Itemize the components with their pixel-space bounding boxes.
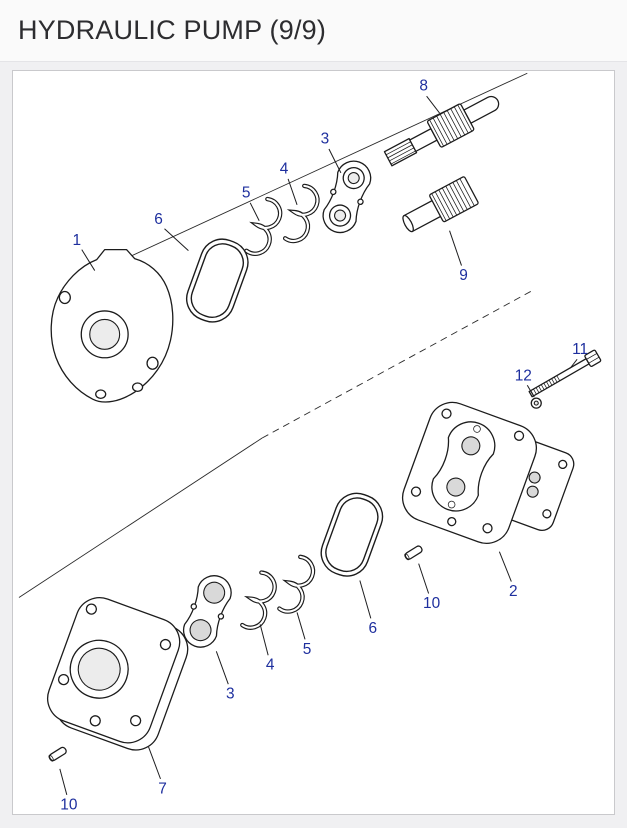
callout-leader-5 [296, 612, 306, 640]
part-seal-upper [244, 196, 283, 256]
exploded-diagram: 8 3 4 5 6 1 9 11 12 2 10 6 5 4 3 7 10 [18, 72, 602, 813]
diagram-panel: 8 3 4 5 6 1 9 11 12 2 10 6 5 4 3 7 10 [12, 70, 615, 815]
callout-leader-6 [359, 580, 372, 619]
callout-leader-5 [249, 202, 260, 221]
callout-leader-2 [498, 551, 512, 582]
callout-leader-7 [148, 746, 161, 780]
callout-leader-3 [328, 148, 342, 174]
part-bolt [528, 349, 602, 398]
part-gasket-lower [320, 492, 384, 577]
callout-leader-8 [426, 95, 440, 114]
callout-leader-11 [569, 358, 578, 369]
header: HYDRAULIC PUMP (9/9) [0, 0, 627, 62]
part-label-10: 10 [423, 595, 440, 612]
part-label-5: 5 [303, 641, 312, 658]
callout-leader-4 [259, 624, 269, 656]
part-label-4: 4 [266, 657, 275, 674]
part-bearing-block-upper [322, 160, 372, 234]
part-label-6: 6 [369, 620, 378, 637]
part-label-3: 3 [321, 131, 330, 148]
part-label-8: 8 [419, 78, 428, 95]
callout-leader-10 [59, 768, 68, 795]
part-label-5: 5 [242, 184, 251, 201]
part-backup-ring-upper [282, 183, 320, 244]
part-label-11: 11 [572, 341, 588, 358]
part-washer [530, 397, 542, 409]
part-label-1: 1 [72, 232, 81, 249]
part-label-4: 4 [280, 160, 289, 177]
part-label-12: 12 [515, 368, 532, 385]
page-title: HYDRAULIC PUMP (9/9) [18, 15, 327, 45]
part-rear-housing [401, 401, 575, 544]
part-front-plate [47, 597, 189, 751]
part-seal-lower [277, 554, 316, 614]
part-label-3: 3 [226, 686, 235, 703]
part-label-9: 9 [459, 267, 468, 284]
part-label-10: 10 [60, 796, 77, 813]
part-bearing-block-lower [182, 575, 232, 648]
callout-layer: 8 3 4 5 6 1 9 11 12 2 10 6 5 4 3 7 10 [59, 78, 588, 813]
callout-leader-9 [449, 230, 462, 266]
part-front-housing [50, 248, 174, 403]
part-label-7: 7 [158, 780, 167, 797]
callout-leader-10 [418, 563, 430, 594]
callout-leader-6 [164, 228, 189, 252]
part-backup-ring-lower [240, 570, 277, 630]
part-label-6: 6 [154, 211, 163, 228]
part-drive-shaft [383, 95, 500, 167]
callout-leader-12 [526, 384, 535, 398]
part-pin-right [404, 545, 423, 561]
callout-leader-3 [215, 651, 229, 685]
part-driven-gear [402, 176, 479, 233]
part-gasket-upper [186, 238, 249, 323]
callout-leader-4 [287, 178, 298, 205]
callout-leader-1 [81, 249, 96, 271]
part-pin-left [48, 746, 67, 762]
part-label-2: 2 [509, 583, 518, 600]
